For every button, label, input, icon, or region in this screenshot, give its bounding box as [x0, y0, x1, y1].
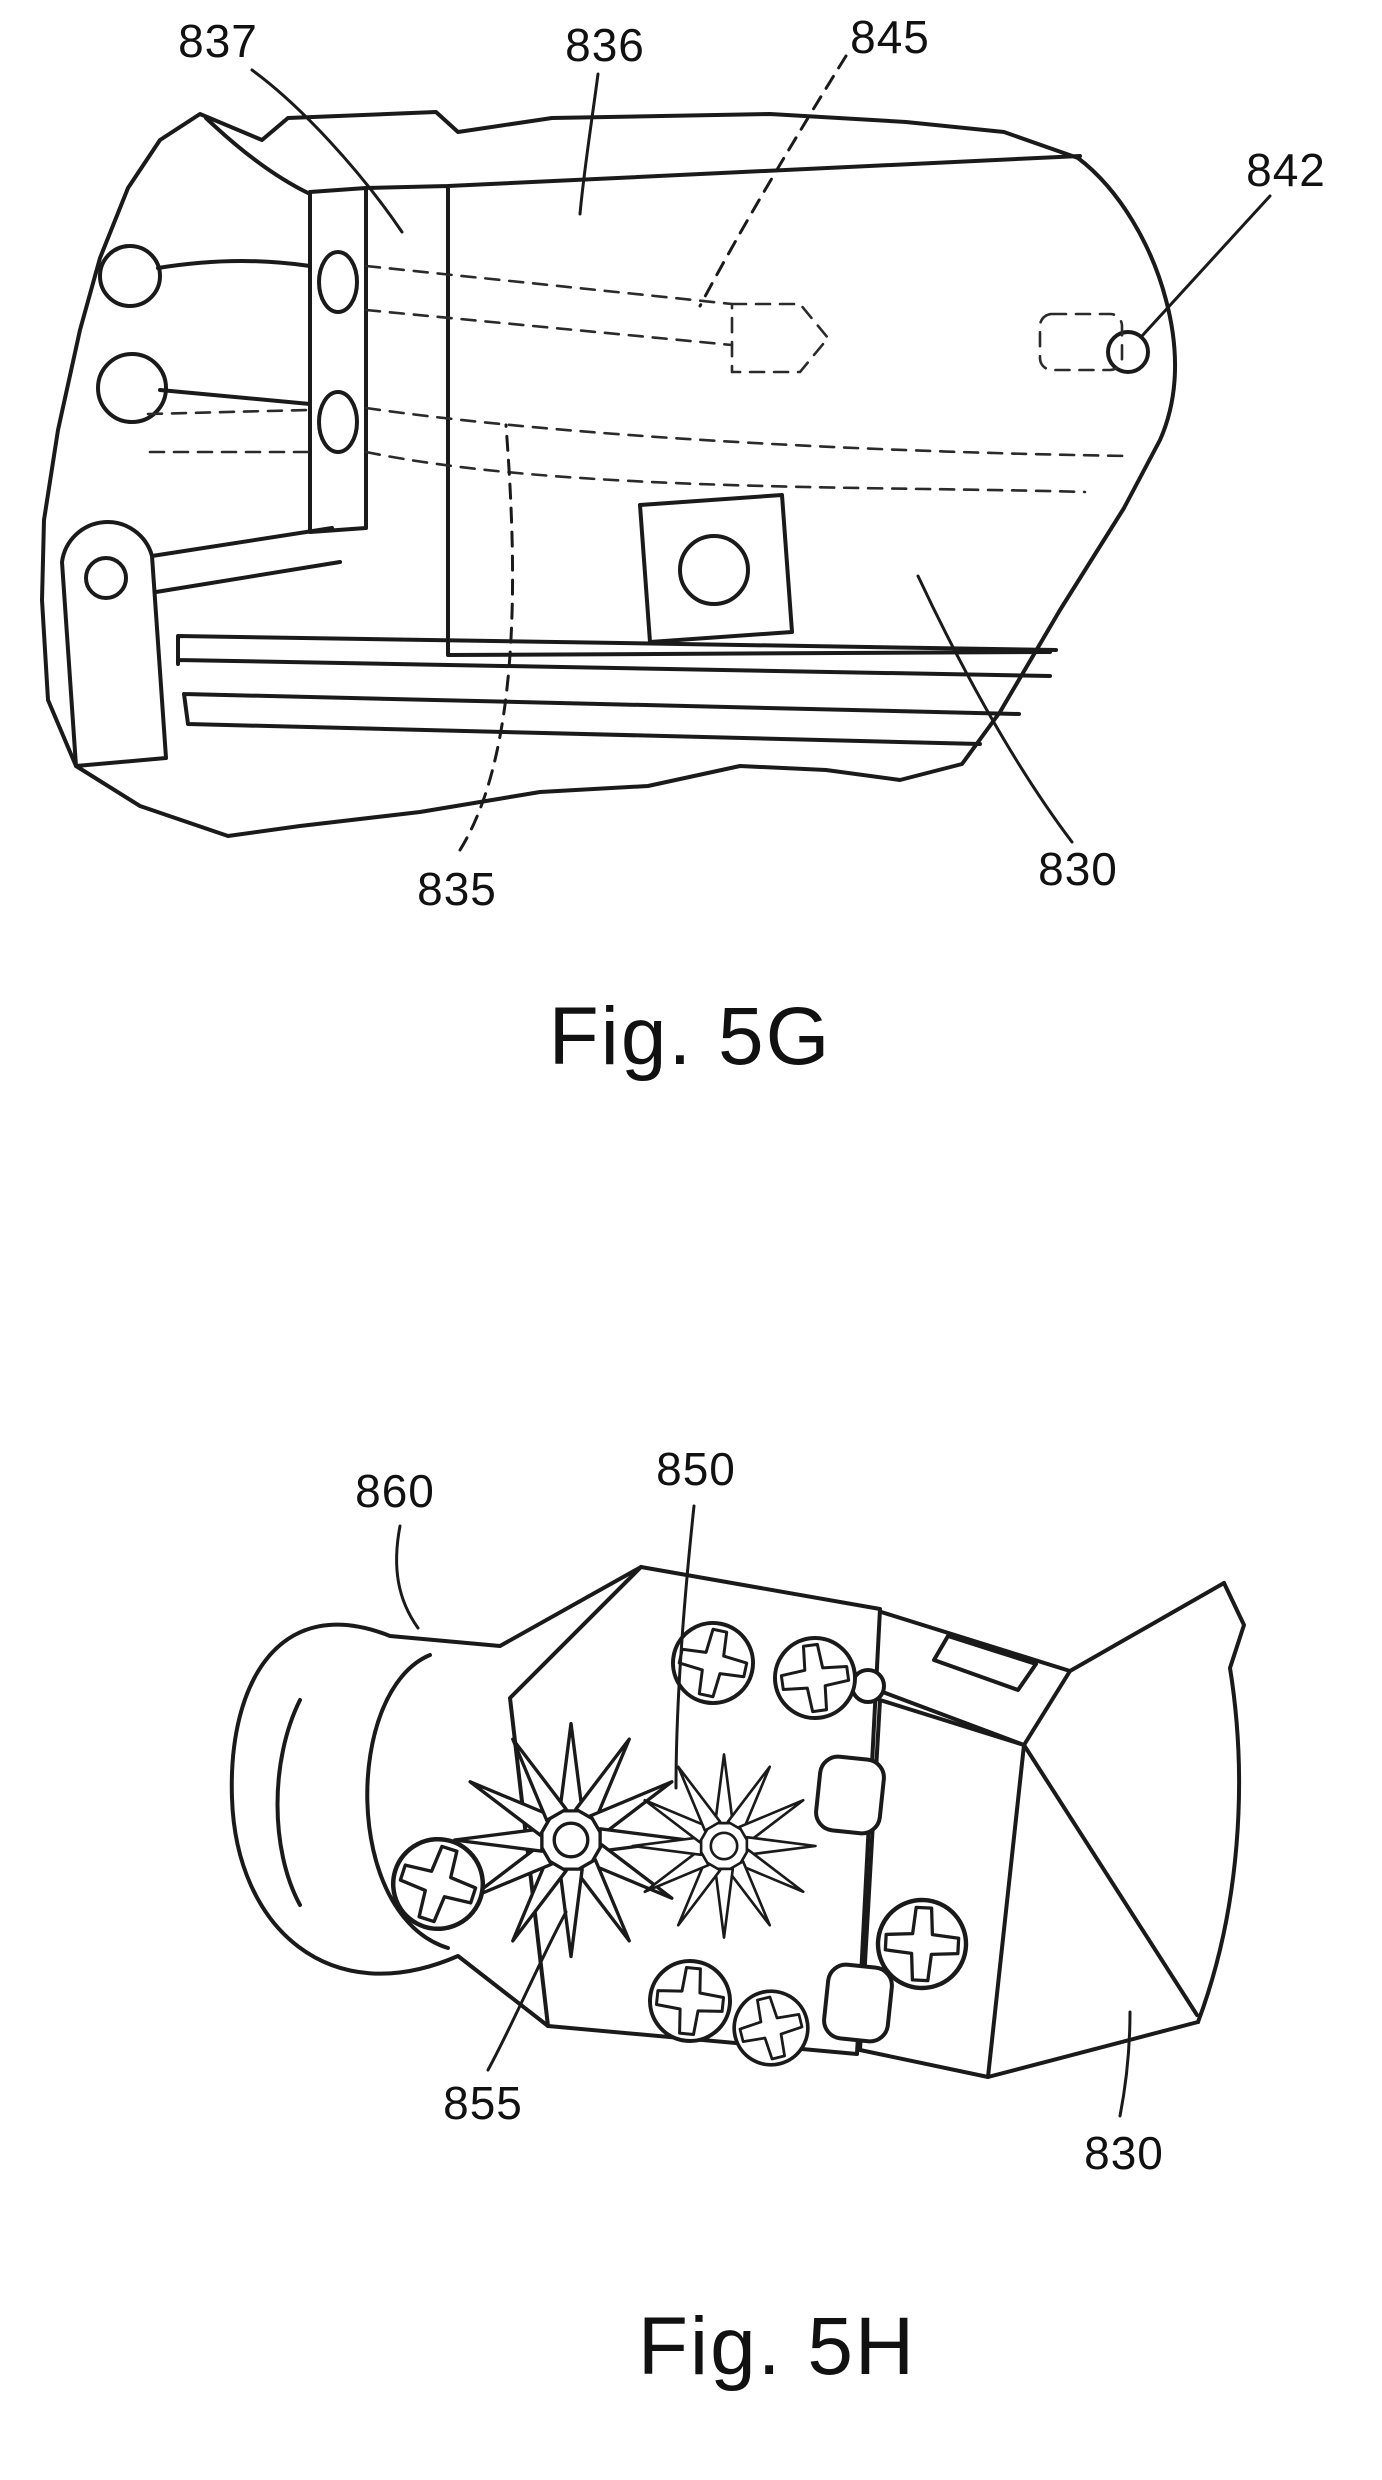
- hinge-knuckle-upper: [814, 1754, 886, 1836]
- leader-836: [578, 72, 600, 216]
- fig-5h-caption: Fig. 5H: [637, 2301, 917, 2392]
- hidden-channel-845: [146, 264, 1132, 494]
- fig-5g-caption: Fig. 5G: [548, 991, 832, 1082]
- ref-label-842: 842: [1246, 144, 1326, 196]
- leader-830-5g: [916, 574, 1074, 844]
- ref-label-845: 845: [850, 11, 930, 63]
- pin-842: [1106, 330, 1150, 374]
- leader-842: [1140, 194, 1272, 338]
- leader-850: [674, 1504, 696, 1790]
- fig5g-outer-boundary: [40, 110, 1178, 838]
- leader-835: [458, 423, 515, 852]
- fig-5h-drawing: [229, 1504, 1246, 2118]
- panel-836: [364, 154, 1082, 657]
- leader-860: [395, 1524, 420, 1630]
- ref-label-830-5g: 830: [1038, 843, 1118, 895]
- ref-label-835: 835: [417, 863, 497, 915]
- pivot-bracket: [60, 520, 342, 768]
- mount-plate-837: [308, 186, 368, 534]
- leader-855: [486, 1910, 568, 2072]
- ref-label-837: 837: [178, 15, 258, 67]
- ref-label-860: 860: [355, 1465, 435, 1517]
- leader-830-5h: [1118, 2010, 1132, 2118]
- ref-label-850: 850: [656, 1443, 736, 1495]
- screw-block: [876, 1898, 968, 1990]
- cylinder-lobe-860: [365, 1653, 450, 1950]
- ref-label-836: 836: [565, 19, 645, 71]
- leader-845: [698, 54, 848, 308]
- hinge-knuckle-lower: [822, 1962, 894, 2044]
- block-830: [858, 1581, 1246, 2079]
- left-roller-upper: [98, 244, 162, 308]
- left-roller-lower: [96, 352, 168, 424]
- leader-837: [250, 68, 404, 234]
- roller-block-835: [638, 493, 794, 644]
- bottom-rail: [176, 634, 1058, 746]
- fig-5g-drawing: [40, 54, 1272, 852]
- ref-label-855: 855: [443, 2077, 523, 2129]
- ref-label-830-5h: 830: [1084, 2127, 1164, 2179]
